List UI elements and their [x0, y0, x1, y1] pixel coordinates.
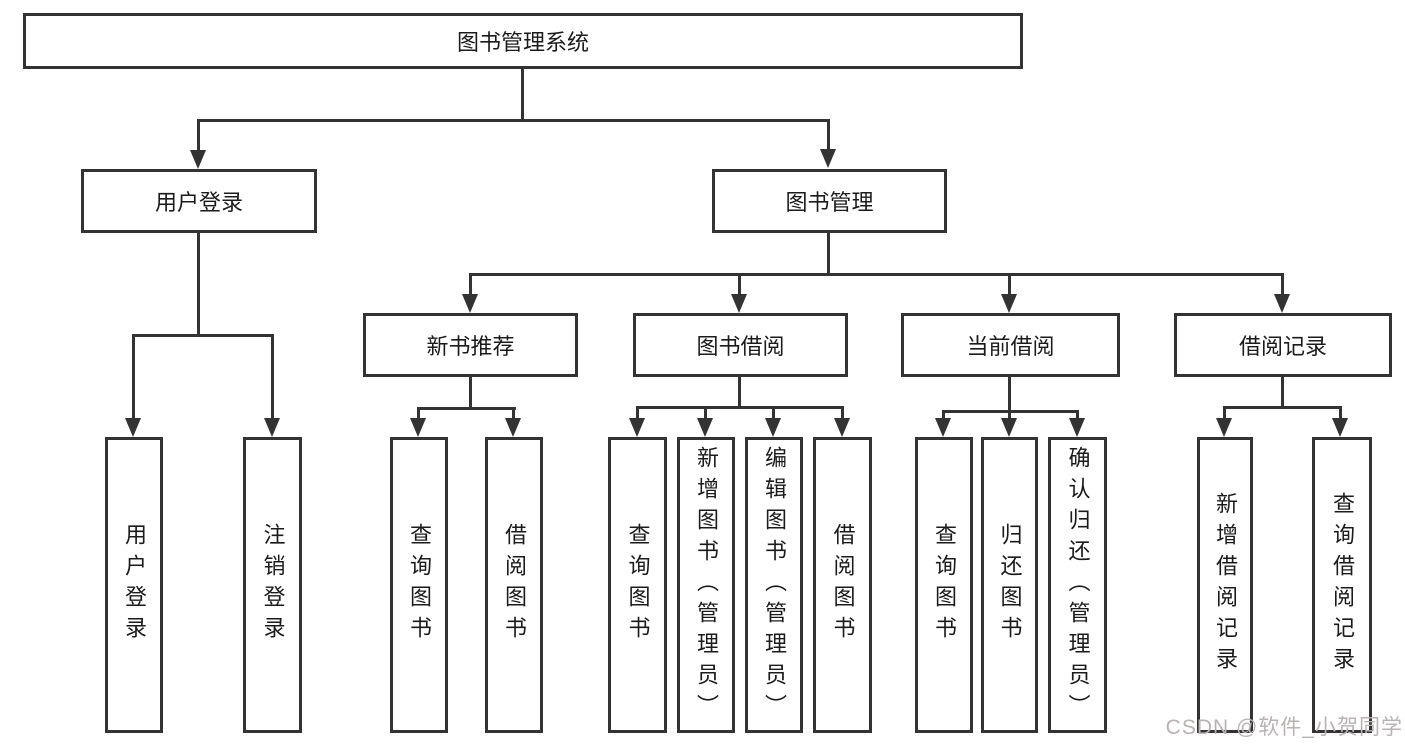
arrowhead-down-icon	[834, 418, 850, 437]
leaf-borrow-borrow-books: 借阅图书	[813, 437, 872, 733]
arrowhead-down-icon	[1001, 418, 1017, 437]
leaf-current-confirm-return-admin: 确认归还（管理员）	[1048, 437, 1107, 733]
leaf-recommend-borrow-books: 借阅图书	[485, 437, 543, 733]
arrowhead-down-icon	[190, 150, 206, 169]
arrowhead-down-icon	[697, 418, 713, 437]
connector-line	[704, 406, 707, 421]
connector-line	[827, 119, 830, 150]
connector-line	[469, 273, 472, 295]
arrowhead-down-icon	[125, 418, 141, 437]
connector-line	[417, 407, 516, 410]
leaf-current-query-books: 查询图书	[915, 437, 973, 733]
connector-line	[1008, 377, 1011, 413]
connector-line	[738, 273, 741, 295]
connector-line	[1281, 273, 1284, 295]
connector-line	[841, 406, 844, 421]
arrowhead-down-icon	[1216, 418, 1232, 437]
node-borrow-records: 借阅记录	[1174, 313, 1392, 377]
leaf-records-query-record: 查询借阅记录	[1312, 437, 1372, 733]
connector-line	[469, 377, 472, 410]
connector-line	[1076, 410, 1079, 421]
leaf-records-add-record: 新增借阅记录	[1197, 437, 1253, 733]
connector-line	[132, 334, 135, 420]
connector-line	[942, 410, 945, 421]
arrowhead-down-icon	[1069, 418, 1085, 437]
leaf-borrow-query-books: 查询图书	[608, 437, 667, 733]
connector-line	[1339, 406, 1342, 421]
node-root: 图书管理系统	[23, 13, 1023, 69]
arrowhead-down-icon	[765, 418, 781, 437]
arrowhead-down-icon	[629, 418, 645, 437]
node-current-borrow: 当前借阅	[901, 313, 1120, 377]
connector-line	[1223, 406, 1226, 421]
connector-line	[132, 334, 274, 337]
watermark: CSDN @软件_小贺同学	[1165, 716, 1403, 739]
leaf-user-login: 用户登录	[105, 437, 163, 733]
connector-line	[772, 406, 775, 421]
connector-line	[827, 233, 830, 276]
connector-line	[738, 377, 741, 409]
leaf-recommend-query-books: 查询图书	[390, 437, 448, 733]
arrowhead-down-icon	[820, 149, 836, 168]
arrowhead-down-icon	[264, 418, 280, 437]
connector-line	[469, 273, 1284, 276]
leaf-logout: 注销登录	[243, 437, 302, 733]
connector-line	[521, 69, 524, 122]
arrowhead-down-icon	[731, 294, 747, 313]
arrowhead-down-icon	[462, 294, 478, 313]
node-book-borrow: 图书借阅	[633, 313, 848, 377]
connector-line	[1281, 377, 1284, 409]
connector-line	[197, 119, 200, 151]
connector-line	[417, 407, 420, 421]
connector-line	[1008, 410, 1011, 421]
connector-line	[1008, 273, 1011, 295]
arrowhead-down-icon	[935, 418, 951, 437]
leaf-current-return-books: 归还图书	[981, 437, 1038, 733]
connector-line	[1223, 406, 1342, 409]
connector-line	[636, 406, 639, 421]
arrowhead-down-icon	[505, 418, 521, 437]
node-user-login: 用户登录	[81, 169, 317, 233]
leaf-borrow-edit-books-admin: 编辑图书（管理员）	[745, 437, 803, 733]
connector-line	[197, 233, 200, 337]
leaf-borrow-add-books-admin: 新增图书（管理员）	[677, 437, 735, 733]
arrowhead-down-icon	[1001, 294, 1017, 313]
connector-line	[636, 406, 844, 409]
connector-line	[197, 119, 830, 122]
node-new-book-recommend: 新书推荐	[363, 313, 578, 377]
connector-line	[512, 407, 515, 421]
connector-line	[271, 334, 274, 420]
arrowhead-down-icon	[1274, 294, 1290, 313]
arrowhead-down-icon	[1332, 418, 1348, 437]
node-book-management: 图书管理	[712, 169, 947, 233]
arrowhead-down-icon	[410, 418, 426, 437]
